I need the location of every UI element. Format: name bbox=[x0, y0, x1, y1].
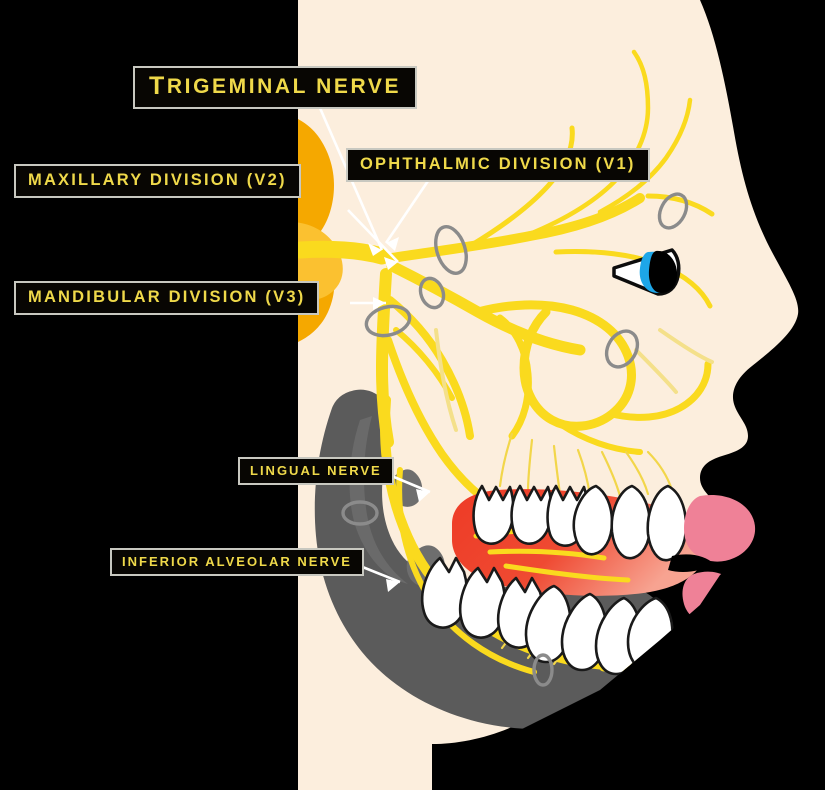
trigeminal-root bbox=[298, 240, 391, 265]
arrow-ian bbox=[386, 579, 400, 592]
tooth-upper-5 bbox=[610, 484, 652, 560]
label-trigeminal-nerve: Trigeminal nerve bbox=[133, 66, 418, 109]
mandibular-foramen bbox=[341, 500, 379, 526]
upper-lip bbox=[684, 494, 756, 562]
tooth-upper-4 bbox=[572, 484, 614, 556]
mouth-opening bbox=[668, 554, 714, 572]
foramen-ovale bbox=[418, 276, 446, 310]
arrow-trigeminal bbox=[368, 243, 382, 256]
leader-v1 bbox=[384, 177, 432, 244]
arrow-v2 bbox=[384, 257, 398, 270]
supraorbital-foramen bbox=[657, 192, 689, 230]
foramina bbox=[341, 192, 689, 687]
leader-v2 bbox=[347, 209, 399, 263]
arrow-lingual bbox=[416, 489, 430, 502]
maxillary-teeth bbox=[472, 484, 688, 562]
foramen-rotundum bbox=[434, 225, 468, 275]
infraorbital-foramen bbox=[604, 329, 640, 369]
label-inferior-alveolar-nerve: Inferior alveolar nerve bbox=[110, 548, 364, 576]
mental-foramen bbox=[532, 653, 554, 687]
frontal-branch bbox=[597, 97, 693, 215]
superior-alveolar-nerve bbox=[496, 314, 532, 440]
mandibular-teeth bbox=[420, 556, 674, 676]
eye bbox=[612, 248, 681, 296]
tooth-upper-1 bbox=[472, 484, 515, 545]
lacrimal-nerve bbox=[645, 193, 715, 217]
label-title-rest: rigeminal nerve bbox=[166, 74, 402, 98]
tooth-upper-6 bbox=[646, 484, 688, 562]
label-maxillary-division: Maxillary division (V2) bbox=[14, 164, 301, 198]
posterior-superior-alveolar bbox=[608, 360, 712, 421]
label-lingual-nerve: Lingual nerve bbox=[238, 457, 394, 485]
buccal-branch bbox=[557, 421, 643, 455]
label-ophthalmic-division: Ophthalmic division (V1) bbox=[346, 148, 650, 182]
foramen-spinosum bbox=[364, 304, 412, 338]
label-title-capital: T bbox=[149, 72, 167, 100]
tooth-upper-2 bbox=[510, 484, 553, 545]
eye-pupil bbox=[648, 250, 678, 293]
supratrochlear-nerve bbox=[467, 125, 575, 249]
fine-facial-nerves bbox=[434, 328, 714, 432]
arrow-v3 bbox=[373, 297, 386, 310]
label-mandibular-division: Mandibular division (V3) bbox=[14, 281, 320, 315]
masseteric-nerve bbox=[393, 327, 455, 401]
leader-arrowheads bbox=[368, 237, 430, 592]
arrow-v1 bbox=[386, 237, 399, 251]
